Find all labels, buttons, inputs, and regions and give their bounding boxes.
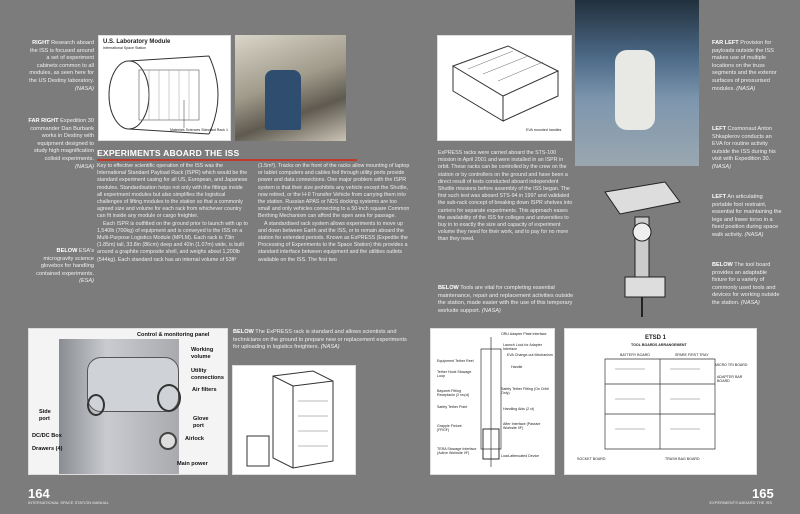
etsd-label: MICRO TRI BOARD xyxy=(715,363,748,367)
express-rack-drawing xyxy=(232,365,356,475)
paragraph: Key to effective scientific operation of… xyxy=(97,163,248,220)
etsd-label: SPARE FIRST TRAY xyxy=(675,353,709,357)
pfr-label: After Interface (Passive Worksite I/F) xyxy=(503,422,541,431)
paragraph: (1.5m³). Tracks on the front of the rack… xyxy=(258,163,410,220)
label-airlock: Airlock xyxy=(185,436,204,442)
label-main-power: Main power xyxy=(177,461,208,467)
section-heading: EXPERIMENTS ABOARD THE ISS xyxy=(97,148,240,158)
glove-port-right xyxy=(157,384,181,412)
etsd-label: ADAPTER BAR BOARD xyxy=(717,375,743,384)
etsd-diagram: ETSD 1 TOOL BOARDS ARRANGEMENT SPARE FIR… xyxy=(564,328,757,475)
label-glove-port: Glove port xyxy=(193,416,209,429)
cosmonaut-spacesuit xyxy=(615,50,655,130)
heading-rule xyxy=(97,159,357,161)
body-column-right: ExPRESS racks were carried aboard the ST… xyxy=(438,150,575,244)
caption-below-tools: BELOW Tools are vital for completing ess… xyxy=(438,285,574,314)
pfr-label: Safety Tether Fitting (On Orbit Only) xyxy=(501,387,549,396)
pfr-label: Handling Aids (2 ct) xyxy=(503,407,535,411)
pfr-label: Tether Hook Stowage Loop xyxy=(437,370,472,379)
etsd-label: BATTERY BOARD xyxy=(620,353,650,357)
label-dcdc-box: DC/DC Box xyxy=(32,433,62,439)
caption-far-right: FAR RIGHT Expedition 30 commander Dan Bu… xyxy=(28,118,94,170)
diagram-title: U.S. Laboratory Module xyxy=(103,39,171,45)
etsd-sketch xyxy=(604,358,716,450)
pfr-label: TERA Stowage Interface (Active Worksite … xyxy=(437,447,477,456)
lab-module-drawing xyxy=(108,55,219,135)
foot-restraint-sketch xyxy=(604,181,681,317)
paragraph: ExPRESS racks were carried aboard the ST… xyxy=(438,150,573,243)
label-drawers: Drawers (4) xyxy=(32,446,63,452)
caption-far-left: FAR LEFT Provision for payloads outside … xyxy=(712,40,777,92)
caption-right: RIGHT Research aboard the ISS is focused… xyxy=(29,40,94,92)
caption-left-1: LEFT Cosmonaut Anton Shkaplerov conducts… xyxy=(712,126,776,170)
pfr-diagram: ORU Adapter Plate Interface Launch Lock … xyxy=(430,328,555,475)
running-title-left: INTERNATIONAL SPACE STATION MANUAL xyxy=(28,501,109,505)
airlock xyxy=(159,432,177,450)
paragraph: A standardised rack system allows experi… xyxy=(258,220,408,263)
glove-port-left xyxy=(87,394,105,416)
label-air-filters: Air filters xyxy=(192,387,217,393)
express-pallet-diagram: EVA mounted handles xyxy=(437,35,572,141)
lab-module-diagram: U.S. Laboratory Module International Spa… xyxy=(98,35,231,141)
caption-below: BELOW The tool board provides an adaptab… xyxy=(712,262,780,306)
pfr-label: EVA Change-out Mechanism xyxy=(507,353,553,357)
diagram-subtitle: International Space Station xyxy=(103,46,147,50)
label-control-panel: Control & monitoring panel xyxy=(137,332,210,338)
etsd-title: ETSD 1 xyxy=(645,335,667,341)
body-column-2: (1.5m³). Tracks on the front of the rack… xyxy=(258,163,410,264)
pfr-label: Grapple Fixture (FRGF) xyxy=(437,424,462,433)
foot-restraint-illustration xyxy=(585,172,697,322)
label-utility: Utility connections xyxy=(191,368,224,381)
eva-photo xyxy=(575,0,699,166)
pfr-label: Bayonet Fitting Receptacle (2 req'd) xyxy=(437,389,470,398)
label-side-port: Side port xyxy=(39,409,51,422)
pfr-label: Equipment Tether Reel xyxy=(437,359,474,363)
pfr-label: Handle xyxy=(511,365,523,369)
astronaut-figure xyxy=(265,70,301,130)
express-rack-sketch xyxy=(246,370,334,469)
pfr-sketch xyxy=(480,337,502,467)
caption-below-express: BELOW The ExPRESS rack is standard and a… xyxy=(233,329,407,351)
pfr-label: ORU Adapter Plate Interface xyxy=(501,332,547,336)
body-column-1: Key to effective scientific operation of… xyxy=(97,163,249,264)
paragraph: Each ISPR is outfitted on the ground pri… xyxy=(97,220,248,263)
diagram-label: EVA mounted handles xyxy=(526,128,562,132)
page-number-right: 165 xyxy=(752,486,774,501)
etsd-label: TRASH BAG BOARD xyxy=(665,457,700,461)
page-number-left: 164 xyxy=(28,486,50,501)
pfr-label: Safety Tether Point xyxy=(437,405,468,409)
pfr-label: Launch Lock for Adapter Interface xyxy=(503,343,542,352)
caption-left-2: LEFT An articulating portable foot restr… xyxy=(712,194,782,238)
running-title-right: EXPERIMENTS ABOARD THE ISS xyxy=(709,501,772,505)
rack-label: Materials Sciences Standard Rack 1 xyxy=(170,128,228,132)
label-working-volume: Working volume xyxy=(191,347,214,360)
pfr-label: Load-attenuated Device xyxy=(501,454,540,458)
etsd-subtitle: TOOL BOARDS ARRANGEMENT xyxy=(631,343,687,347)
etsd-label: SOCKET BOARD xyxy=(577,457,606,461)
pallet-sketch xyxy=(451,45,560,122)
glovebox-photo: Control & monitoring panel Working volum… xyxy=(28,328,228,475)
caption-below-esa: BELOW ESA's microgravity science glovebo… xyxy=(36,248,94,285)
destiny-lab-photo xyxy=(235,35,346,141)
